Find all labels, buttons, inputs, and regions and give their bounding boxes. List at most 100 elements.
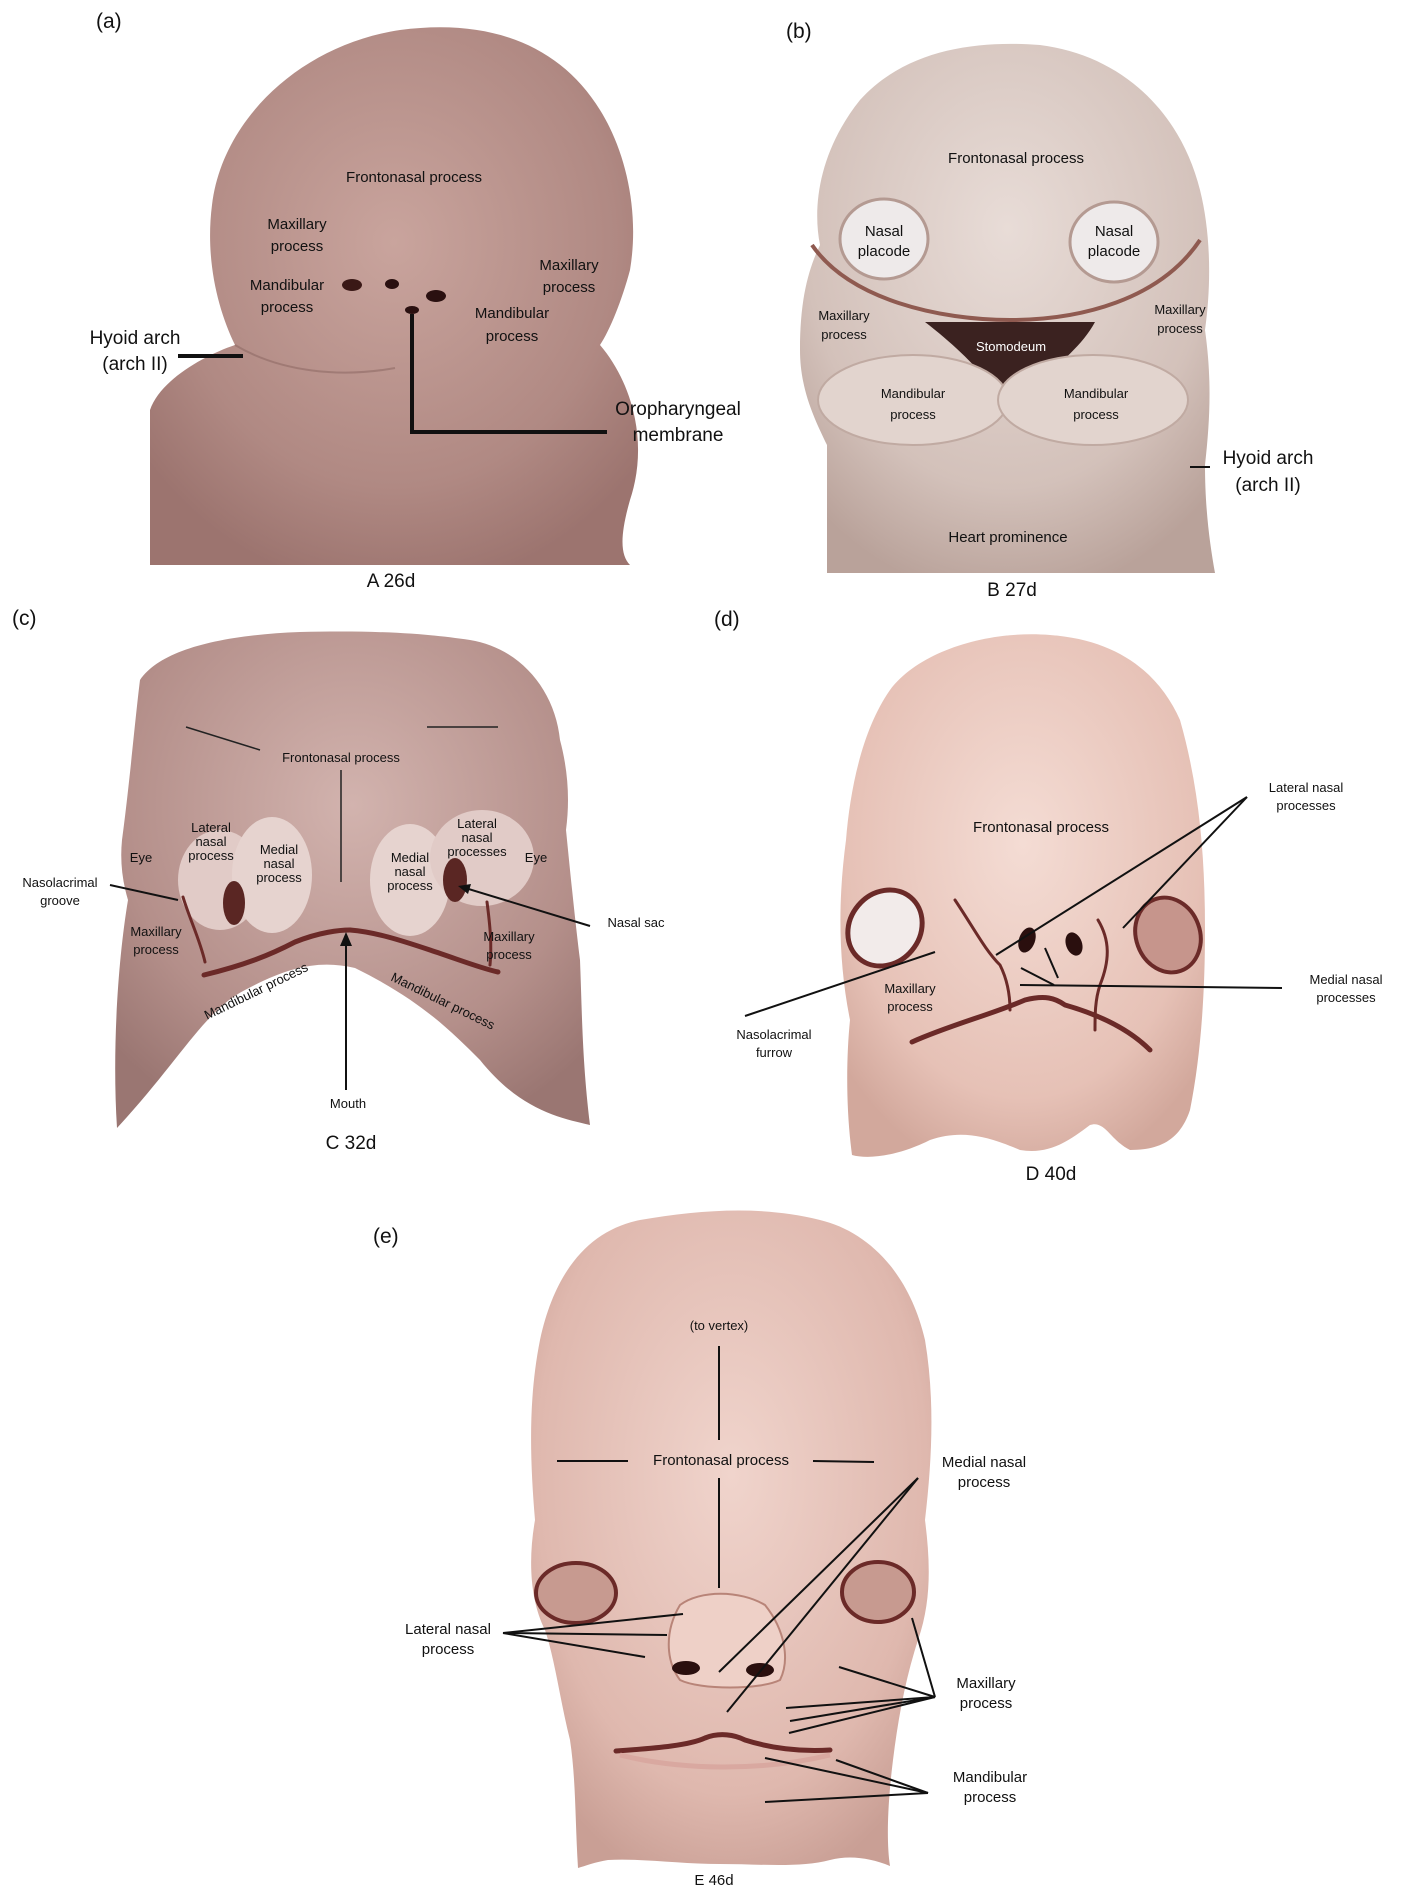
- panel-c-nasal-pit-right: [443, 858, 467, 902]
- panel-e-label-maxillary-1: Maxillary: [956, 1675, 1016, 1692]
- panel-a-label-maxillary-right-2: process: [543, 279, 596, 296]
- panel-c-label-lateral-right-2: nasal: [461, 830, 492, 845]
- panel-b-label-maxillary-right-2: process: [1157, 321, 1203, 336]
- panel-e-label-lateral-2: process: [422, 1641, 475, 1658]
- panel-b-label-mandibular-right-2: process: [1073, 407, 1119, 422]
- panel-e-label-vertex: (to vertex): [690, 1318, 749, 1333]
- panel-c-label-maxillary-left-2: process: [133, 942, 179, 957]
- panel-a-label-mandibular-right: Mandibular: [475, 305, 549, 322]
- panel-b-label-maxillary-left-2: process: [821, 327, 867, 342]
- panel-d-letter: (d): [714, 608, 740, 631]
- panel-b: (b) Frontonasal process Nasal placode Na…: [786, 20, 1313, 601]
- panel-e-eye-left: [536, 1563, 616, 1623]
- panel-c-label-maxillary-left-1: Maxillary: [130, 924, 182, 939]
- panel-c-nasal-pit-left: [223, 881, 245, 925]
- panel-d-label-nasolacrimal-1: Nasolacrimal: [736, 1027, 811, 1042]
- panel-c-caption: C 32d: [326, 1133, 377, 1154]
- panel-a-label-hyoid-arch: Hyoid arch: [90, 328, 181, 349]
- panel-a-label-mandibular-left-2: process: [261, 299, 314, 316]
- panel-c-label-nasolacrimal-2: groove: [40, 893, 80, 908]
- panel-e-caption: E 46d: [694, 1872, 733, 1889]
- panel-e-label-medial-1: Medial nasal: [942, 1454, 1026, 1471]
- panel-e-label-lateral-1: Lateral nasal: [405, 1621, 491, 1638]
- panel-d-caption: D 40d: [1026, 1164, 1077, 1185]
- panel-b-label-hyoid-arch: Hyoid arch: [1223, 448, 1314, 469]
- panel-c-label-maxillary-right-2: process: [486, 947, 532, 962]
- panel-c-label-lateral-right-1: Lateral: [457, 816, 497, 831]
- panel-c-label-medial-right-1: Medial: [391, 850, 429, 865]
- panel-c-label-medial-left-3: process: [256, 870, 302, 885]
- panel-a-stomodeum-pit-left: [342, 279, 362, 291]
- panel-e-letter: (e): [373, 1225, 399, 1248]
- panel-e-label-frontonasal: Frontonasal process: [653, 1452, 789, 1469]
- panel-a-label-maxillary-right: Maxillary: [539, 257, 599, 274]
- panel-d-label-medial-2: processes: [1316, 990, 1376, 1005]
- panel-a-stomodeum-pit-right: [426, 290, 446, 302]
- panel-a-label-hyoid-arch-2: (arch II): [102, 354, 167, 375]
- panel-e-maxillary-leader-1: [912, 1618, 935, 1697]
- panel-c-label-lateral-left-3: process: [188, 848, 234, 863]
- panel-e-label-mandibular-2: process: [964, 1789, 1017, 1806]
- panel-b-nasal-placode-right: [1070, 202, 1158, 282]
- panel-b-label-heart-prominence: Heart prominence: [948, 529, 1067, 546]
- panel-c-label-frontonasal: Frontonasal process: [282, 750, 400, 765]
- panel-b-label-frontonasal: Frontonasal process: [948, 150, 1084, 167]
- panel-b-label-nasal-placode-right: Nasal: [1095, 223, 1133, 240]
- panel-b-label-nasal-placode-right-2: placode: [1088, 243, 1141, 260]
- panel-d-label-lateral-1: Lateral nasal: [1269, 780, 1344, 795]
- panel-d-label-maxillary-1: Maxillary: [884, 981, 936, 996]
- panel-b-label-hyoid-arch-2: (arch II): [1235, 475, 1300, 496]
- panel-a: (a) Frontonasal process Maxillary proces…: [90, 10, 741, 592]
- panel-e-label-maxillary-2: process: [960, 1695, 1013, 1712]
- panel-b-label-mandibular-right: Mandibular: [1064, 386, 1129, 401]
- panel-e: (e) (to vertex) Frontonasal process Medi…: [373, 1211, 1027, 1889]
- panel-a-label-mandibular-left: Mandibular: [250, 277, 324, 294]
- panel-c: (c) Frontonasal process Eye Eye Lateral …: [12, 607, 665, 1154]
- panel-a-stomodeum-pit-center: [385, 279, 399, 289]
- panel-d-label-maxillary-2: process: [887, 999, 933, 1014]
- panel-a-label-mandibular-right-2: process: [486, 328, 539, 345]
- panel-b-label-mandibular-left: Mandibular: [881, 386, 946, 401]
- panel-b-label-mandibular-left-2: process: [890, 407, 936, 422]
- panel-c-letter: (c): [12, 607, 37, 630]
- panel-c-label-lateral-left-2: nasal: [195, 834, 226, 849]
- panel-a-label-maxillary-left: Maxillary: [267, 216, 327, 233]
- panel-d: (d) Lateral nasal processes Frontonasal …: [714, 608, 1383, 1185]
- panel-e-nostril-left: [672, 1661, 700, 1675]
- panel-c-label-medial-left-2: nasal: [263, 856, 294, 871]
- panel-a-membrane-pit: [405, 306, 419, 314]
- panel-c-label-lateral-left-1: Lateral: [191, 820, 231, 835]
- panel-c-label-medial-right-2: nasal: [394, 864, 425, 879]
- panel-c-label-nasolacrimal-1: Nasolacrimal: [22, 875, 97, 890]
- panel-e-eye-right: [842, 1562, 914, 1622]
- panel-d-label-medial-1: Medial nasal: [1310, 972, 1383, 987]
- panel-c-label-maxillary-right-1: Maxillary: [483, 929, 535, 944]
- panel-b-label-maxillary-right: Maxillary: [1154, 302, 1206, 317]
- panel-a-label-maxillary-left-2: process: [271, 238, 324, 255]
- panel-b-label-stomodeum: Stomodeum: [976, 339, 1046, 354]
- panel-c-label-nasal-sac: Nasal sac: [607, 915, 665, 930]
- panel-a-label-frontonasal: Frontonasal process: [346, 169, 482, 186]
- panel-d-label-lateral-2: processes: [1276, 798, 1336, 813]
- panel-c-label-medial-left-1: Medial: [260, 842, 298, 857]
- panel-b-label-nasal-placode-left: Nasal: [865, 223, 903, 240]
- panel-a-letter: (a): [96, 10, 122, 33]
- panel-a-caption: A 26d: [367, 571, 416, 592]
- panel-e-label-mandibular-1: Mandibular: [953, 1769, 1027, 1786]
- panel-b-label-nasal-placode-left-2: placode: [858, 243, 911, 260]
- panel-e-label-medial-2: process: [958, 1474, 1011, 1491]
- panel-e-frontonasal-leader-right: [813, 1461, 874, 1462]
- panel-a-label-oropharyngeal-2: membrane: [633, 425, 724, 446]
- panel-b-caption: B 27d: [987, 580, 1037, 601]
- panel-d-label-frontonasal: Frontonasal process: [973, 819, 1109, 836]
- panel-b-label-maxillary-left: Maxillary: [818, 308, 870, 323]
- panel-c-label-mouth: Mouth: [330, 1096, 366, 1111]
- panel-c-label-lateral-right-3: processes: [447, 844, 507, 859]
- panel-a-label-oropharyngeal: Oropharyngeal: [615, 399, 741, 420]
- panel-a-embryo-illustration: [150, 27, 638, 565]
- panel-c-label-eye-left: Eye: [130, 850, 152, 865]
- panel-d-label-nasolacrimal-2: furrow: [756, 1045, 793, 1060]
- panel-c-label-eye-right: Eye: [525, 850, 547, 865]
- panel-c-label-medial-right-3: process: [387, 878, 433, 893]
